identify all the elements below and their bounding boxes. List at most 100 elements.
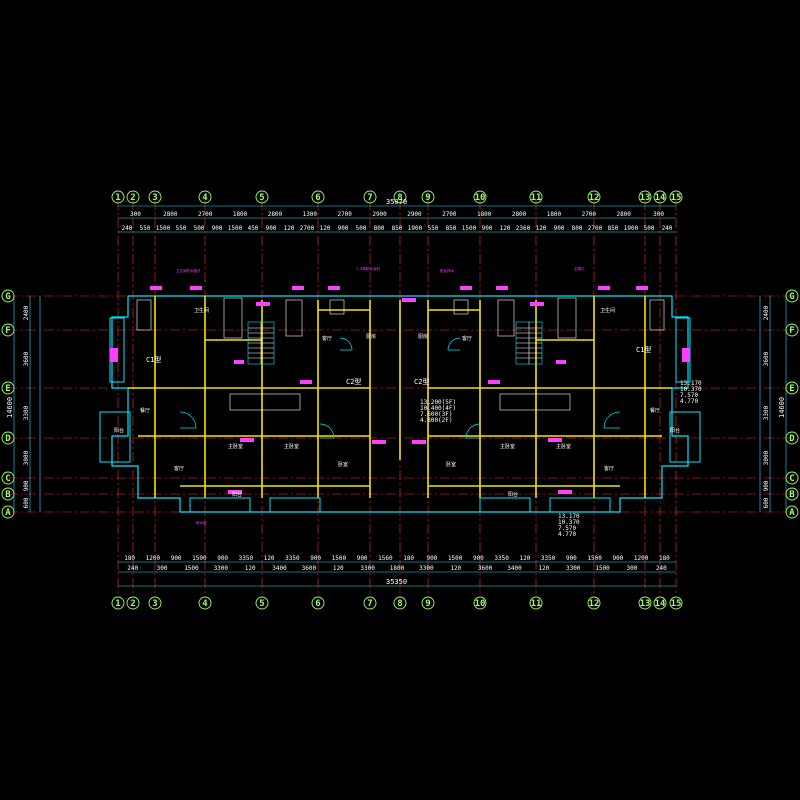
- dim-top-row1: 2900: [407, 211, 422, 218]
- dim-top-row1: 2700: [442, 211, 457, 218]
- axis-bubble-bottom: 13: [640, 599, 651, 609]
- room-living-small-left: 客厅: [322, 335, 332, 342]
- dim-top-row2: 120: [536, 225, 547, 232]
- axis-bubble-bottom-circle: [363, 596, 377, 610]
- axis-bubble-bottom-circle: [529, 596, 543, 610]
- axis-bubble-top: 7: [367, 193, 372, 203]
- dim-bottom-row2: 1800: [390, 565, 405, 572]
- axis-bubble-top: 6: [315, 193, 320, 203]
- dim-bottom-row2: 3300: [214, 565, 229, 572]
- elevation-center-value: 4.800(2F): [420, 417, 453, 424]
- dim-top-row2: 240: [662, 225, 673, 232]
- axis-bubble-top-circle: [148, 190, 162, 204]
- axis-bubble-top: 10: [475, 193, 486, 203]
- dim-top-row2: 500: [644, 225, 655, 232]
- dim-bottom-row1: 900: [612, 555, 623, 562]
- dim-top-row2: 120: [500, 225, 511, 232]
- axis-bubble-top-circle: [669, 190, 683, 204]
- dim-top-row1: 2900: [372, 211, 387, 218]
- elevation-right-value: 10.370: [680, 386, 702, 393]
- axis-bubble-bottom-circle: [255, 596, 269, 610]
- dim-top-row2: 850: [392, 225, 403, 232]
- dim-top-row2: 1500: [156, 225, 171, 232]
- dim-bottom-row1: 1560: [378, 555, 393, 562]
- dim-top-row1: 2700: [582, 211, 597, 218]
- dim-bottom-row1: 120: [519, 555, 530, 562]
- dim-bottom-row2: 3300: [360, 565, 375, 572]
- dim-bottom-row2: 120: [538, 565, 549, 572]
- axis-bubble-bottom-circle: [126, 596, 140, 610]
- dim-bottom-row2: 300: [627, 565, 638, 572]
- dim-bottom-row1: 1200: [634, 555, 649, 562]
- axis-bubble-top-circle: [529, 190, 543, 204]
- building-outline: [111, 295, 689, 513]
- left-total-dim: 14600: [6, 397, 14, 418]
- dim-top-row2: 2700: [300, 225, 315, 232]
- elevation-right-value: 7.570: [680, 392, 698, 399]
- c2-left-label: C2型: [346, 377, 361, 386]
- dim-bottom-row2: 240: [127, 565, 138, 572]
- dim-bottom-row1: 1500: [332, 555, 347, 562]
- axis-bubble-top: 9: [425, 193, 430, 203]
- axis-bubble-right-circle: [785, 487, 799, 501]
- axis-bubble-bottom: 10: [475, 599, 486, 609]
- dim-right: 900: [763, 480, 770, 491]
- dim-bottom-row1: 900: [357, 555, 368, 562]
- dim-left: 900: [23, 480, 30, 491]
- dim-top-row2: 550: [428, 225, 439, 232]
- elevation-center-value: 10.400(4F): [420, 405, 456, 412]
- axis-bubble-top-circle: [638, 190, 652, 204]
- right-total-dim: 14600: [778, 397, 786, 418]
- elevation-center-value: 13.200(5F): [420, 399, 456, 406]
- room-kitchen-right: 厨房: [418, 333, 428, 340]
- axis-bubble-top: 15: [671, 193, 682, 203]
- dim-bottom-row1: 180: [659, 555, 670, 562]
- note-tag-4: 空调孔: [574, 266, 585, 271]
- dim-top-row2: 800: [572, 225, 583, 232]
- room-bedroom-right: 卧室: [446, 461, 456, 468]
- dim-top-row2: 900: [554, 225, 565, 232]
- axis-bubble-top-circle: [473, 190, 487, 204]
- axis-bubble-bottom: 5: [259, 599, 264, 609]
- dimension-lines: [13, 205, 787, 587]
- room-living-left: 客厅: [174, 465, 184, 472]
- axis-bubble-top: 3: [152, 193, 157, 203]
- axis-bubble-right: C: [789, 474, 794, 484]
- elevation-center-value: 7.600(3F): [420, 411, 453, 418]
- axis-bubble-top-circle: [126, 190, 140, 204]
- axis-bubble-bottom: 7: [367, 599, 372, 609]
- dim-bottom-row1: 3350: [239, 555, 254, 562]
- dim-top-row1: 1800: [233, 211, 248, 218]
- dim-bottom-row2: 3300: [419, 565, 434, 572]
- axis-bubble-top: 5: [259, 193, 264, 203]
- dim-bottom-row1: 3350: [494, 555, 509, 562]
- axis-bubble-bottom-circle: [148, 596, 162, 610]
- dim-left: 2400: [23, 305, 30, 320]
- axis-bubble-left-circle: [1, 289, 15, 303]
- axis-bubble-top-circle: [111, 190, 125, 204]
- dim-left: 3600: [23, 351, 30, 366]
- dim-bottom-row2: 1500: [184, 565, 199, 572]
- dim-top-row1: 2800: [616, 211, 631, 218]
- dim-right: 3300: [763, 405, 770, 420]
- elevation-center: 13.200(5F)10.400(4F)7.600(3F)4.800(2F): [420, 399, 456, 424]
- dim-bottom-row1: 900: [217, 555, 228, 562]
- c2-right-label: C2型: [414, 377, 429, 386]
- dim-bottom-row1: 900: [171, 555, 182, 562]
- room-bedroom-left: 卧室: [338, 461, 348, 468]
- dim-top-row2: 2700: [588, 225, 603, 232]
- dim-top-row2: 900: [212, 225, 223, 232]
- stair-right: [515, 321, 543, 365]
- dim-top-row1: 2800: [268, 211, 283, 218]
- dim-right: 3000: [763, 450, 770, 465]
- axis-bubble-left-circle: [1, 323, 15, 337]
- dim-top-row2: 120: [284, 225, 295, 232]
- axis-bubble-bottom: 11: [531, 599, 542, 609]
- dim-bottom-row1: 3350: [285, 555, 300, 562]
- dim-bottom-row1: 900: [473, 555, 484, 562]
- dim-top-row2: 850: [446, 225, 457, 232]
- dim-bottom-row1: 180: [403, 555, 414, 562]
- dim-right: 600: [763, 497, 770, 508]
- bottom-overall-dim: 35350: [386, 578, 407, 586]
- room-master-right: 主卧室: [500, 443, 515, 450]
